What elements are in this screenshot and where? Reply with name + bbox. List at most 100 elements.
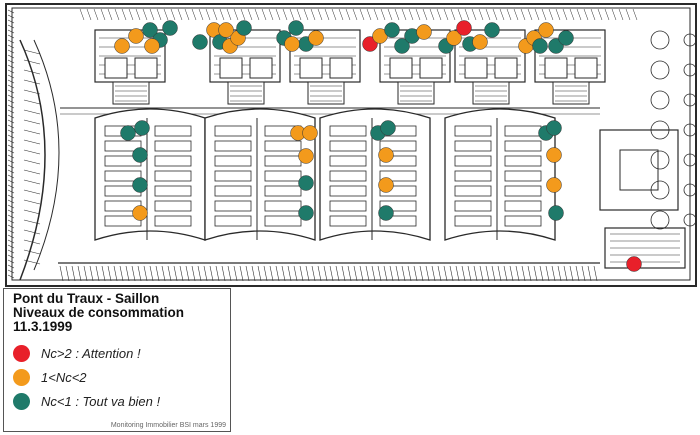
hatch-line [373,8,379,21]
hatch-line [310,8,316,21]
balcony [379,155,417,167]
entrance-block [544,57,568,79]
balcony [214,200,252,212]
hatch-line [293,265,298,282]
hatch-line [443,8,449,21]
balcony [504,170,542,182]
balcony [504,200,542,212]
hatch-line [485,265,490,282]
medium-marker [546,147,562,163]
balcony [264,185,302,197]
hatch-line [541,8,547,21]
hatch-line [338,8,344,21]
hatch-line [215,265,220,282]
tree-icon [650,120,670,140]
stair-block [552,81,590,105]
hatch-line [269,265,274,282]
lower-building-block [444,108,556,241]
hatch-line [221,265,226,282]
tree-icon [683,153,697,167]
medium-marker [144,38,160,54]
hatch-line [245,265,250,282]
balcony [379,185,417,197]
hatch-line [533,265,538,282]
medium-marker [546,177,562,193]
hatch-line [179,265,184,282]
hatch-line [449,265,454,282]
hatch-line [422,8,428,21]
hatch-line [429,8,435,21]
hatch-line [7,89,15,94]
hatch-line [479,265,484,282]
hatch-line [618,8,624,21]
hatch-line [7,209,15,214]
hatch-line [335,265,340,282]
hatch-line [401,265,406,282]
hatch-line [563,265,568,282]
terrace-hatch [23,209,41,215]
hatch-line [408,8,414,21]
hatch-line [467,265,472,282]
hatch-line [7,129,15,134]
tree-icon [683,183,697,197]
hatch-line [7,244,15,249]
hatch-line [387,8,393,21]
hatch-line [503,265,508,282]
medium-marker [416,24,432,40]
hatch-line [7,34,15,39]
hatch-line [161,265,166,282]
hatch-line [562,8,568,21]
hatch-line [7,79,15,84]
hatch-line [436,8,442,21]
hatch-line [341,265,346,282]
hatch-line [317,265,322,282]
hatch-line [437,265,442,282]
hatch-line [415,8,421,21]
entrance-block [134,57,158,79]
medium-marker [446,30,462,46]
hatch-line [7,74,15,79]
hatch-line [167,265,172,282]
hatch-line [71,265,76,282]
hatch-line [86,8,92,21]
terrace-hatch [23,129,41,135]
balcony [154,140,192,152]
hatch-line [7,59,15,64]
hatch-line [7,39,15,44]
hatch-line [107,265,112,282]
balcony [454,140,492,152]
hatch-line [7,269,15,274]
hatch-line [197,265,202,282]
hatch-line [492,8,498,21]
tree-icon [650,210,670,230]
tree-icon [683,213,697,227]
entrance-block [574,57,598,79]
hatch-line [261,8,267,21]
hatch-line [226,8,232,21]
terrace-hatch [23,99,41,105]
hatch-line [515,265,520,282]
hatch-line [101,265,106,282]
legend-label-attention: Nc>2 : Attention ! [41,346,141,361]
balcony [104,170,142,182]
hatch-line [198,8,204,21]
hatch-line [604,8,610,21]
ok-marker [384,22,400,38]
terrace-hatch [23,89,41,95]
ok-marker [484,22,500,38]
ok-marker [298,175,314,191]
terrace-curve [19,39,46,281]
tree-icon [683,63,697,77]
ok-marker [548,205,564,221]
hatch-line [7,229,15,234]
hatch-line [287,265,292,282]
terrace-hatch [23,109,41,115]
hatch-line [548,8,554,21]
terrace-hatch [23,119,41,125]
hatch-line [7,54,15,59]
hatch-line [113,265,118,282]
hatch-line [7,164,15,169]
balcony [154,155,192,167]
hatch-line [485,8,491,21]
legend-subtitle: Niveaux de consommation [13,305,185,320]
